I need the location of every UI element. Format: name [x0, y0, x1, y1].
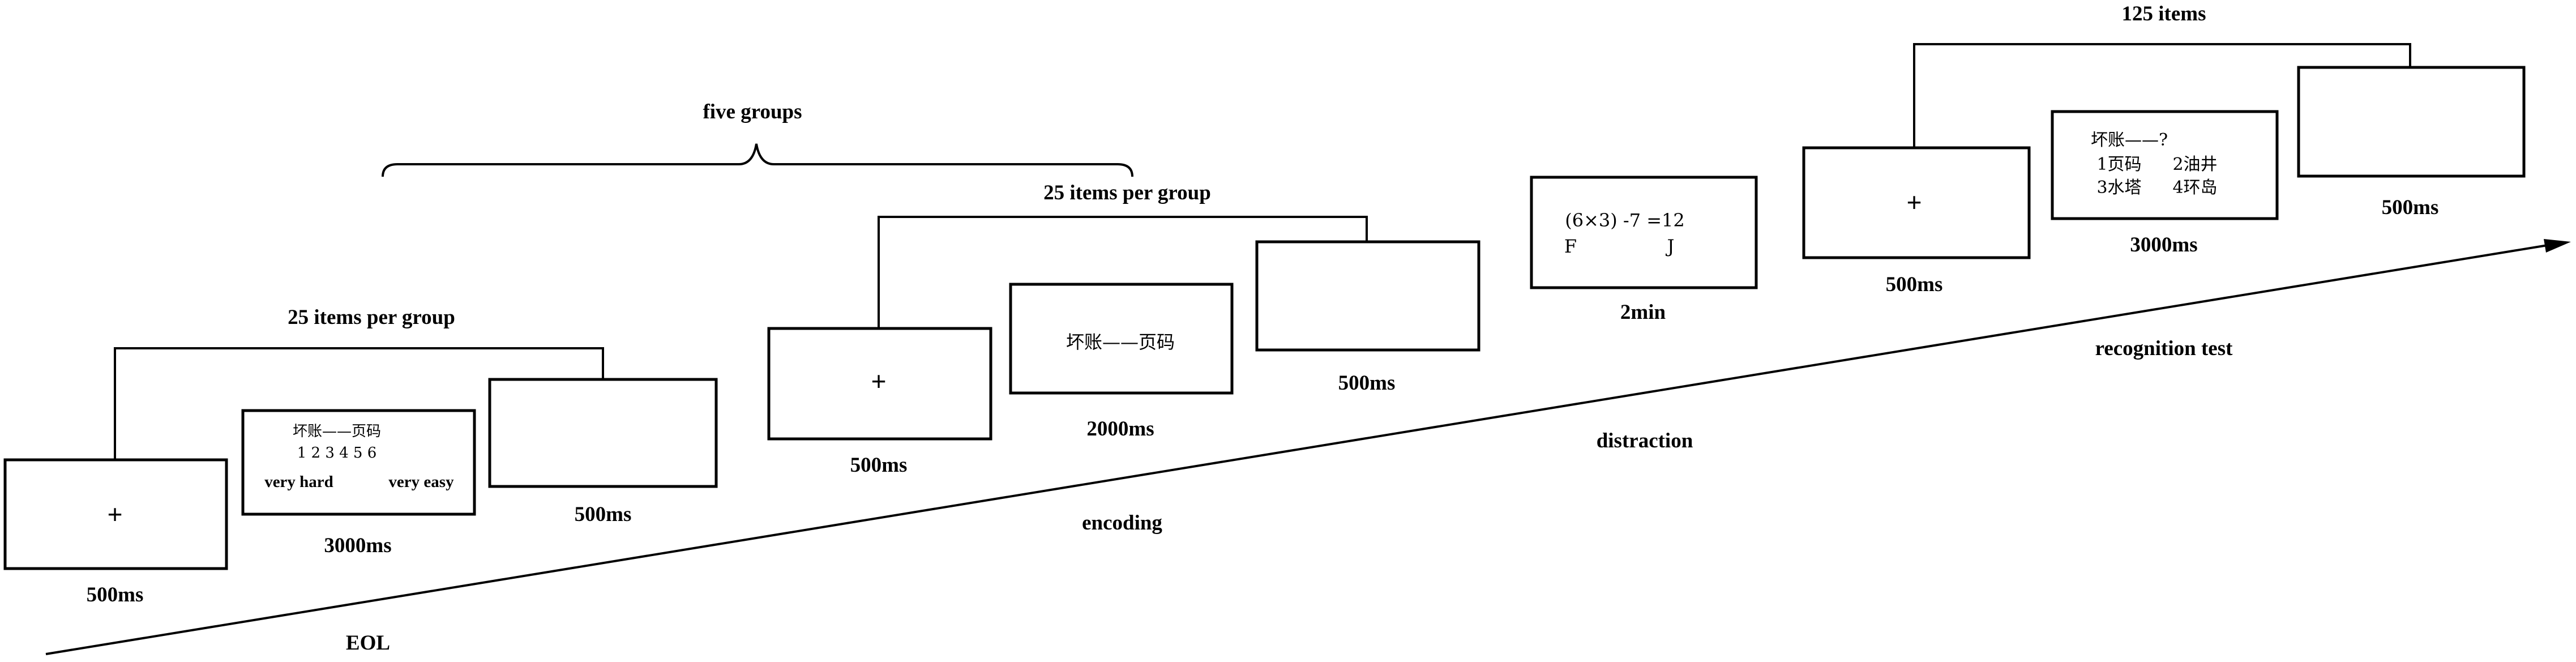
encoding-blank-screen [1255, 240, 1480, 352]
eol-blank-screen [488, 378, 718, 488]
test-option-2: 2油井 [2172, 155, 2217, 174]
distraction-duration: 2min [1620, 301, 1666, 324]
eol-low-anchor: very hard [264, 473, 333, 491]
five-groups-brace [382, 143, 1133, 177]
arrowhead-icon [2544, 239, 2571, 253]
test-cue: 坏账——? [2091, 130, 2168, 150]
encoding-group-bracket [878, 216, 1368, 328]
encoding-fixation-screen [767, 327, 992, 441]
five-groups-label: five groups [703, 100, 802, 123]
test-option-3: 3水塔 [2096, 178, 2141, 198]
distraction-key-f: F [1564, 236, 1577, 257]
timeline-line [45, 244, 2548, 655]
encoding-blank-duration: 500ms [1338, 371, 1396, 395]
phase-label-eol: EOL [346, 631, 390, 655]
eol-judgment-screen [241, 409, 476, 516]
phase-label-encoding: encoding [1082, 511, 1162, 535]
test-blank-screen [2297, 66, 2526, 178]
distraction-equation: (6×3) -7 =12 [1565, 210, 1685, 231]
encoding-study-screen [1009, 283, 1234, 395]
test-option-1: 1页码 [2096, 155, 2141, 174]
eol-group-size-label: 25 items per group [288, 306, 455, 329]
timeline-arrow [45, 239, 2571, 655]
eol-word-pair: 坏账——页码 [293, 423, 381, 440]
test-item-count-label: 125 items [2122, 2, 2206, 25]
distraction-key-j: J [1666, 236, 1675, 257]
eol-group-bracket [114, 347, 604, 460]
test-fixation-cross: + [1907, 187, 1922, 217]
encoding-fixation-cross: + [871, 366, 887, 396]
eol-judgment-duration: 3000ms [324, 534, 391, 557]
test-fixation-screen [1802, 146, 2031, 259]
phase-label-recognition-test: recognition test [2095, 337, 2233, 360]
eol-blank-duration: 500ms [575, 503, 632, 526]
test-fixation-duration: 500ms [1886, 273, 1943, 296]
test-question-duration: 3000ms [2130, 233, 2197, 257]
eol-rating-scale: 1 2 3 4 5 6 [297, 445, 377, 462]
eol-fixation-screen [3, 458, 228, 570]
eol-bracket-line [114, 347, 604, 460]
distraction-screen [1530, 176, 1758, 289]
test-items-bracket [1913, 43, 2411, 148]
encoding-group-size-label: 25 items per group [1043, 181, 1211, 204]
phase-label-distraction: distraction [1597, 429, 1693, 452]
encoding-study-duration: 2000ms [1086, 417, 1154, 441]
eol-fixation-cross: + [108, 499, 123, 529]
test-option-4: 4环岛 [2172, 178, 2217, 198]
eol-fixation-duration: 500ms [87, 583, 144, 607]
encoding-fixation-duration: 500ms [850, 454, 908, 477]
eol-high-anchor: very easy [388, 473, 454, 491]
encoding-word-pair: 坏账——页码 [1066, 331, 1175, 353]
test-question-screen [2051, 110, 2279, 220]
test-blank-duration: 500ms [2382, 196, 2439, 219]
